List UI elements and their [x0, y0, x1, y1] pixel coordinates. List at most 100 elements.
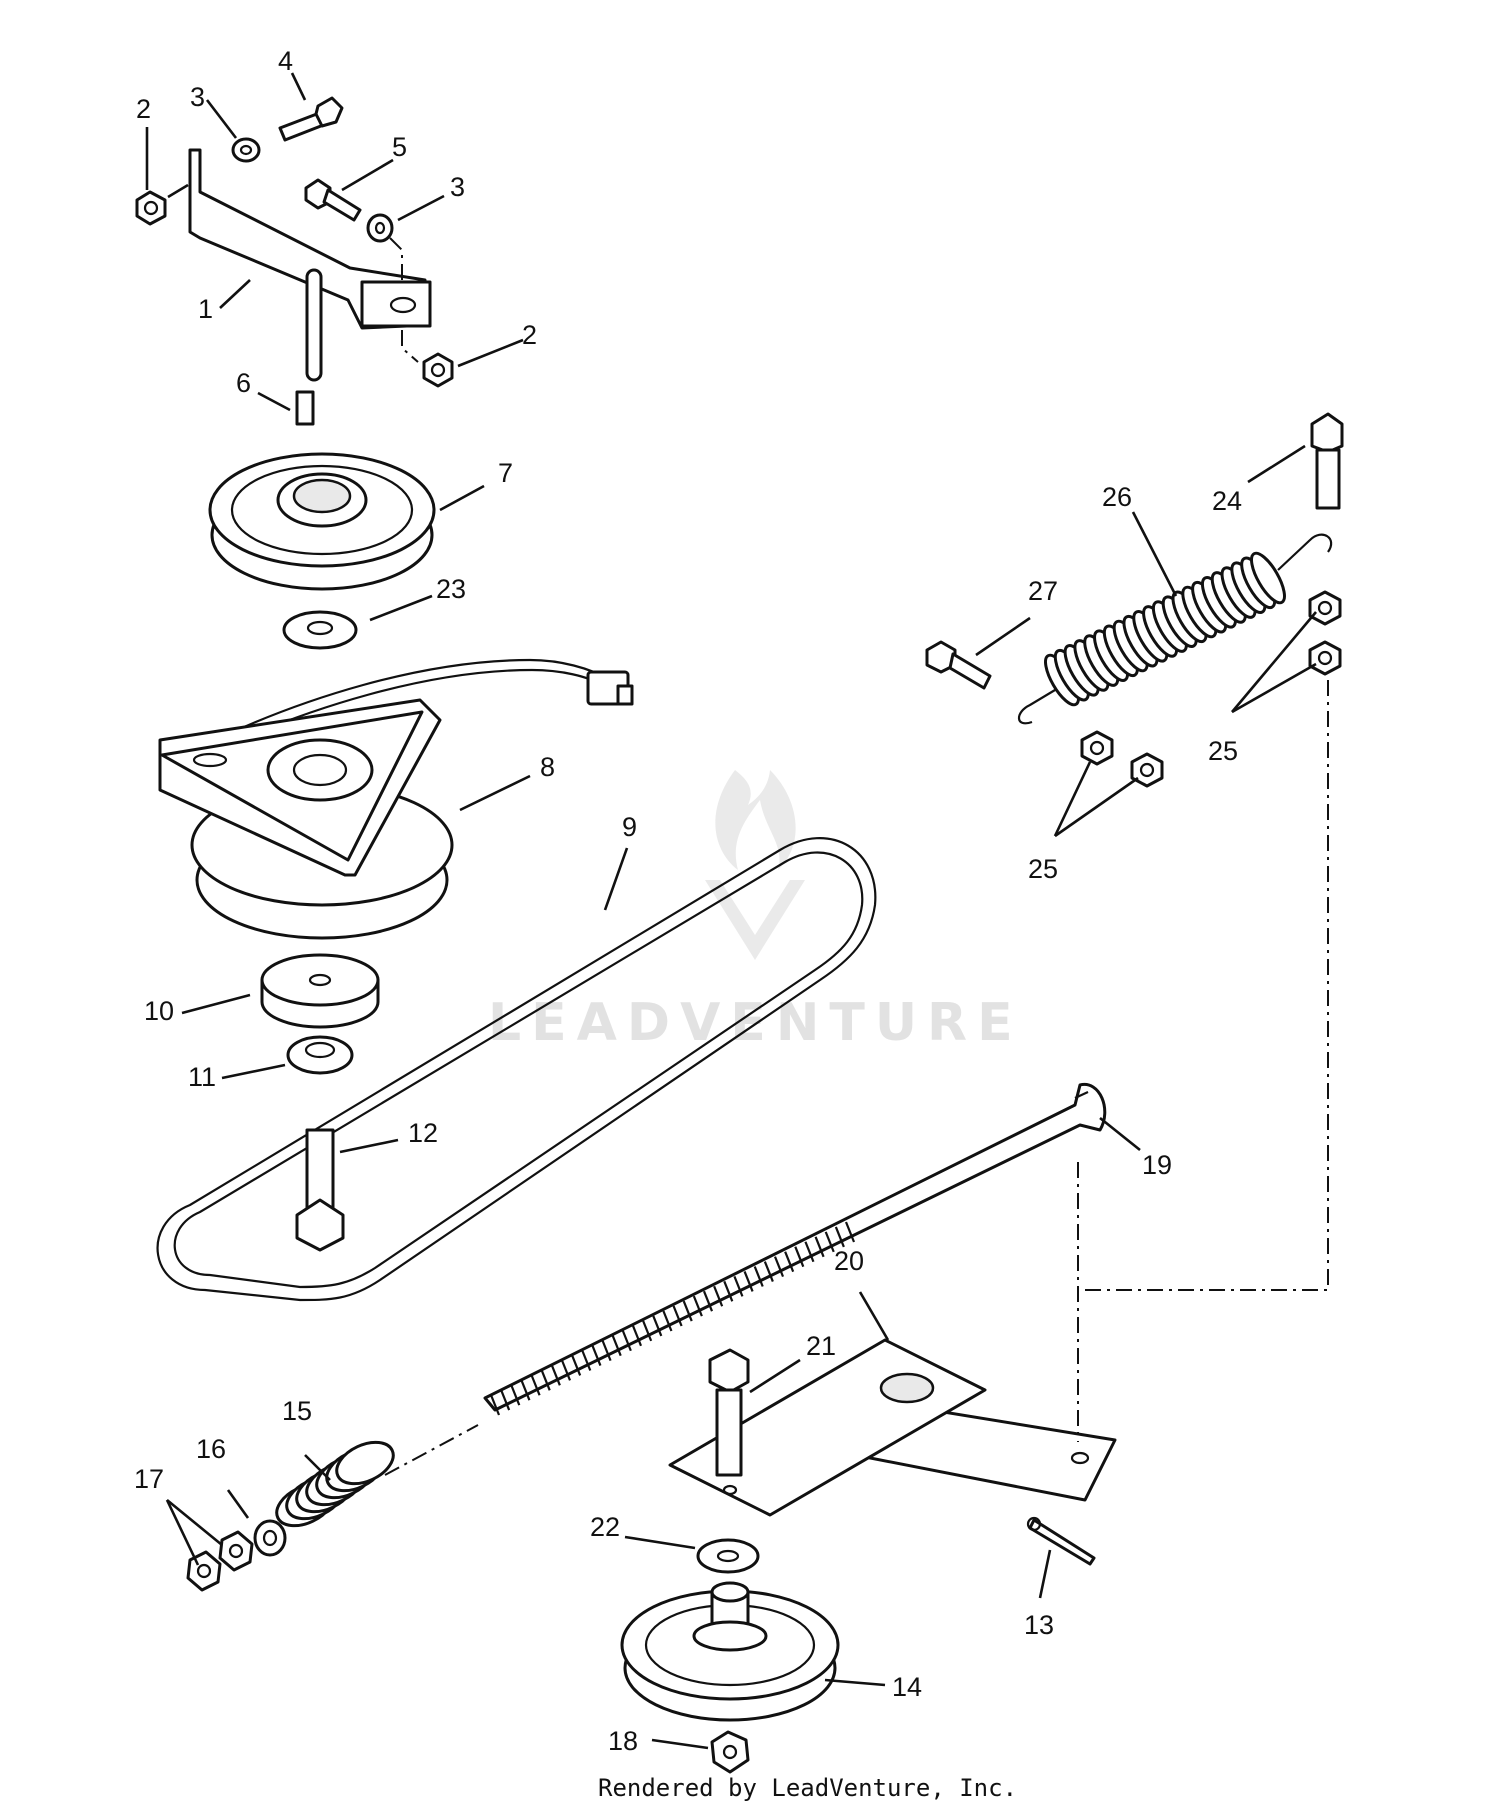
- coil-ring: [335, 1440, 395, 1486]
- key-part-6: [295, 390, 315, 426]
- callout-25-right: 25: [1208, 736, 1238, 766]
- bolt-part-21: [708, 1348, 750, 1477]
- thread-line: [763, 1261, 774, 1282]
- callout-4: 4: [278, 46, 293, 76]
- callout-6: 6: [236, 368, 251, 398]
- nut-part-2-upper: [135, 190, 167, 226]
- thread-line: [500, 1389, 511, 1411]
- thread-line: [834, 1226, 845, 1248]
- callout-22: 22: [590, 1512, 620, 1542]
- callout-18: 18: [608, 1726, 638, 1756]
- spacer-part-10: [260, 953, 380, 1029]
- thread-line: [550, 1364, 561, 1386]
- idler-arm-part-20: [668, 1338, 1117, 1517]
- callout-14: 14: [892, 1672, 922, 1702]
- nut-part-25-c: [1080, 730, 1114, 766]
- thread-line: [510, 1384, 521, 1406]
- alignment-line-right: [1078, 680, 1329, 1291]
- thread-line: [804, 1241, 815, 1263]
- callout-15: 15: [282, 1396, 312, 1426]
- callout-10: 10: [144, 996, 174, 1026]
- bracket-part-1: [188, 148, 432, 382]
- spring-hook: [1017, 689, 1056, 725]
- washer-part-3-upper: [231, 137, 261, 163]
- callout-labels: 1 2 2 3 3 4 5 6 7 8 9 10 11 12 13 14 15 …: [134, 46, 1242, 1756]
- callout-7: 7: [498, 458, 513, 488]
- thread-line: [540, 1369, 551, 1391]
- thread-line: [753, 1266, 764, 1287]
- bolt-part-12: [295, 1128, 345, 1252]
- thread-line: [702, 1290, 714, 1312]
- callout-27: 27: [1028, 576, 1058, 606]
- callout-20: 20: [834, 1246, 864, 1276]
- alignment-line-lower: [401, 330, 419, 363]
- thread-line: [621, 1330, 632, 1352]
- thread-line: [672, 1305, 683, 1327]
- thread-line: [611, 1335, 622, 1357]
- nut-part-25-b: [1308, 640, 1342, 676]
- callout-1: 1: [198, 294, 213, 324]
- nut-part-17-a: [218, 1530, 254, 1572]
- spring-hook: [1277, 533, 1333, 571]
- thread-line: [581, 1350, 592, 1371]
- callout-3-upper: 3: [190, 82, 205, 112]
- callout-26: 26: [1102, 482, 1132, 512]
- callout-19: 19: [1142, 1150, 1172, 1180]
- nut-part-25-d: [1130, 752, 1164, 788]
- thread-line: [824, 1231, 835, 1253]
- callout-17: 17: [134, 1464, 164, 1494]
- thread-line: [662, 1310, 673, 1332]
- washer-part-16: [253, 1519, 287, 1557]
- alignment-line-upper: [389, 237, 403, 282]
- callout-8: 8: [540, 752, 555, 782]
- bolt-part-5: [304, 178, 362, 222]
- thread-line: [489, 1394, 501, 1416]
- nut-part-25-a: [1308, 590, 1342, 626]
- callout-21: 21: [806, 1331, 836, 1361]
- pulley-part-14: [620, 1581, 840, 1722]
- coil-ring: [1250, 551, 1286, 605]
- nut-part-17-b: [186, 1550, 222, 1592]
- thread-line: [591, 1345, 602, 1366]
- rod-part-19: [483, 1083, 1107, 1416]
- bolt-part-24: [1310, 412, 1344, 510]
- thread-line: [743, 1271, 754, 1292]
- thread-line: [560, 1359, 572, 1381]
- callout-2-lower: 2: [522, 320, 537, 350]
- thread-line: [773, 1256, 785, 1278]
- nut-part-18: [710, 1730, 750, 1774]
- callout-3-lower: 3: [450, 172, 465, 202]
- thread-line: [520, 1379, 531, 1401]
- thread-line: [794, 1246, 805, 1268]
- thread-line: [692, 1295, 703, 1317]
- cotter-pin-part-13: [1026, 1516, 1096, 1566]
- washer-part-22: [696, 1538, 760, 1574]
- thread-line: [682, 1300, 693, 1322]
- thread-line: [642, 1320, 653, 1342]
- thread-line: [652, 1315, 663, 1337]
- thread-line: [530, 1374, 541, 1396]
- watermark-text: LEADVENTURE: [488, 993, 1023, 1053]
- thread-line: [631, 1325, 643, 1347]
- thread-line: [601, 1340, 612, 1362]
- rod-threads: [489, 1221, 856, 1416]
- thread-line: [723, 1280, 734, 1302]
- callout-13: 13: [1024, 1610, 1054, 1640]
- thread-line: [784, 1251, 795, 1273]
- callout-24: 24: [1212, 486, 1242, 516]
- callout-11: 11: [188, 1062, 216, 1092]
- belt-part-9: [156, 837, 877, 1302]
- callout-9: 9: [622, 812, 637, 842]
- thread-line: [571, 1355, 582, 1376]
- thread-line: [733, 1275, 744, 1297]
- thread-line: [814, 1236, 825, 1258]
- callout-12: 12: [408, 1118, 438, 1148]
- washer-part-23: [282, 610, 358, 650]
- watermark: LEADVENTURE: [488, 770, 1023, 1053]
- callout-23: 23: [436, 574, 466, 604]
- washer-part-3-lower: [366, 213, 394, 243]
- bolt-part-27: [925, 640, 992, 690]
- washer-part-11: [286, 1035, 354, 1075]
- thread-line: [844, 1221, 856, 1243]
